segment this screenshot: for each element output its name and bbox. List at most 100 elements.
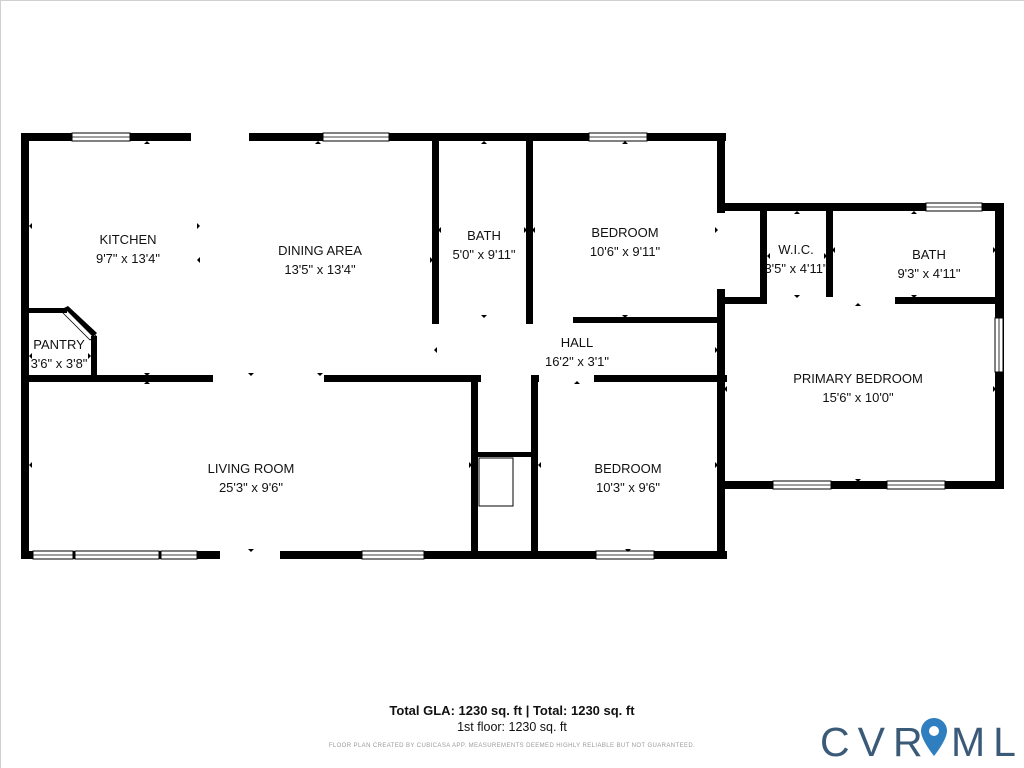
window — [886, 480, 946, 490]
room-dims: 3'5" x 4'11" — [764, 261, 828, 276]
dimension-tick — [144, 373, 150, 376]
door-opening — [717, 220, 725, 288]
dimension-ticks — [29, 141, 996, 552]
room-dims: 3'6" x 3'8" — [30, 356, 88, 371]
dimension-tick — [88, 353, 91, 359]
dimension-tick — [469, 462, 472, 468]
room-name: KITCHEN — [99, 232, 157, 247]
room-dims: 10'3" x 9'6" — [595, 480, 661, 495]
door-opening — [439, 317, 526, 323]
dimension-tick — [832, 247, 835, 253]
dimension-tick — [715, 227, 718, 233]
window — [595, 550, 655, 560]
wall-segment — [432, 141, 439, 324]
room-name: W.I.C. — [778, 242, 814, 257]
wall-segment — [717, 289, 725, 559]
door-opening — [767, 297, 895, 304]
dimension-tick — [855, 479, 861, 482]
dimension-tick — [248, 549, 254, 552]
dimension-tick — [29, 353, 32, 359]
dimension-tick — [574, 320, 580, 323]
door-opening — [213, 375, 324, 382]
dimension-tick — [855, 303, 861, 306]
wall-segment — [531, 375, 538, 559]
dimension-tick — [197, 257, 200, 263]
dimension-tick — [625, 549, 631, 552]
dimension-tick — [794, 295, 800, 298]
wall-segment — [826, 211, 833, 303]
window — [322, 132, 390, 142]
cvrmls-logo: CVR MLS — [820, 718, 1024, 765]
dimension-tick — [538, 462, 541, 468]
dimension-tick — [574, 381, 580, 384]
dimension-tick — [481, 141, 487, 144]
dimension-tick — [29, 462, 32, 468]
room-label-hall: HALL 16'2" x 3'1" — [545, 333, 609, 371]
door-opening — [533, 317, 573, 323]
dimension-tick — [144, 381, 150, 384]
wall-segment — [760, 211, 767, 303]
dimension-tick — [434, 347, 437, 353]
room-label-primary-bedroom: PRIMARY BEDROOM 15'6" x 10'0" — [793, 369, 923, 407]
room-name: PANTRY — [33, 337, 85, 352]
window — [588, 132, 648, 142]
wall-segment — [717, 203, 1004, 211]
window — [361, 550, 425, 560]
wall-segment — [526, 141, 533, 324]
dimension-tick — [315, 141, 321, 144]
dimension-tick — [911, 295, 917, 298]
dimension-tick — [715, 462, 718, 468]
dimension-tick — [724, 386, 727, 392]
logo-text-left: CVR — [820, 719, 931, 765]
room-dims: 15'6" x 10'0" — [822, 390, 894, 405]
room-label-living-room: LIVING ROOM 25'3" x 9'6" — [208, 459, 295, 497]
room-dims: 10'6" x 9'11" — [589, 244, 661, 259]
window — [994, 317, 1004, 373]
room-name: DINING AREA — [278, 243, 362, 258]
room-label-wic: W.I.C. 3'5" x 4'11" — [764, 240, 827, 278]
dimension-tick — [622, 141, 628, 144]
wall-segment — [717, 133, 725, 213]
dimension-tick — [317, 373, 323, 376]
room-label-bath-primary: BATH 9'3" x 4'11" — [897, 245, 960, 283]
room-name: LIVING ROOM — [207, 461, 295, 476]
window — [71, 132, 131, 142]
dimension-tick — [29, 223, 32, 229]
room-dims: 9'7" x 13'4" — [95, 251, 161, 266]
closet-shelf — [478, 457, 514, 507]
dimension-tick — [824, 253, 827, 259]
dimension-tick — [622, 315, 628, 318]
dimension-tick — [911, 211, 917, 214]
wall-segment — [478, 452, 538, 457]
window — [32, 550, 74, 560]
dimension-tick — [794, 211, 800, 214]
wall-segment — [21, 133, 29, 559]
room-dims: 13'5" x 13'4" — [284, 262, 356, 277]
room-label-pantry: PANTRY 3'6" x 3'8" — [31, 335, 88, 373]
window — [772, 480, 832, 490]
room-name: BATH — [467, 228, 501, 243]
room-name: BEDROOM — [591, 225, 659, 240]
dimension-tick — [715, 347, 718, 353]
window — [160, 550, 198, 560]
logo-text-right: MLS — [951, 719, 1024, 765]
door-opening — [481, 375, 531, 382]
windows — [32, 132, 1004, 560]
room-name: BATH — [912, 247, 946, 262]
wall-segment — [21, 375, 727, 382]
wall-segment — [91, 336, 97, 381]
room-dims: 25'3" x 9'6" — [218, 480, 284, 495]
wall-segment — [717, 481, 1004, 489]
dimension-tick — [430, 257, 433, 263]
room-label-kitchen: KITCHEN 9'7" x 13'4" — [96, 230, 160, 268]
window — [925, 202, 983, 212]
pantry-door-frame — [61, 307, 97, 341]
disclaimer: FLOOR PLAN CREATED BY CUBICASA APP. MEAS… — [328, 743, 696, 749]
dimension-tick — [248, 373, 254, 376]
floor-area: 1st floor: 1230 sq. ft — [457, 720, 567, 734]
dimension-tick — [993, 386, 996, 392]
room-label-dining: DINING AREA 13'5" x 13'4" — [278, 241, 362, 279]
room-label-bath: BATH 5'0" x 9'11" — [452, 226, 515, 264]
room-name: HALL — [560, 335, 594, 350]
